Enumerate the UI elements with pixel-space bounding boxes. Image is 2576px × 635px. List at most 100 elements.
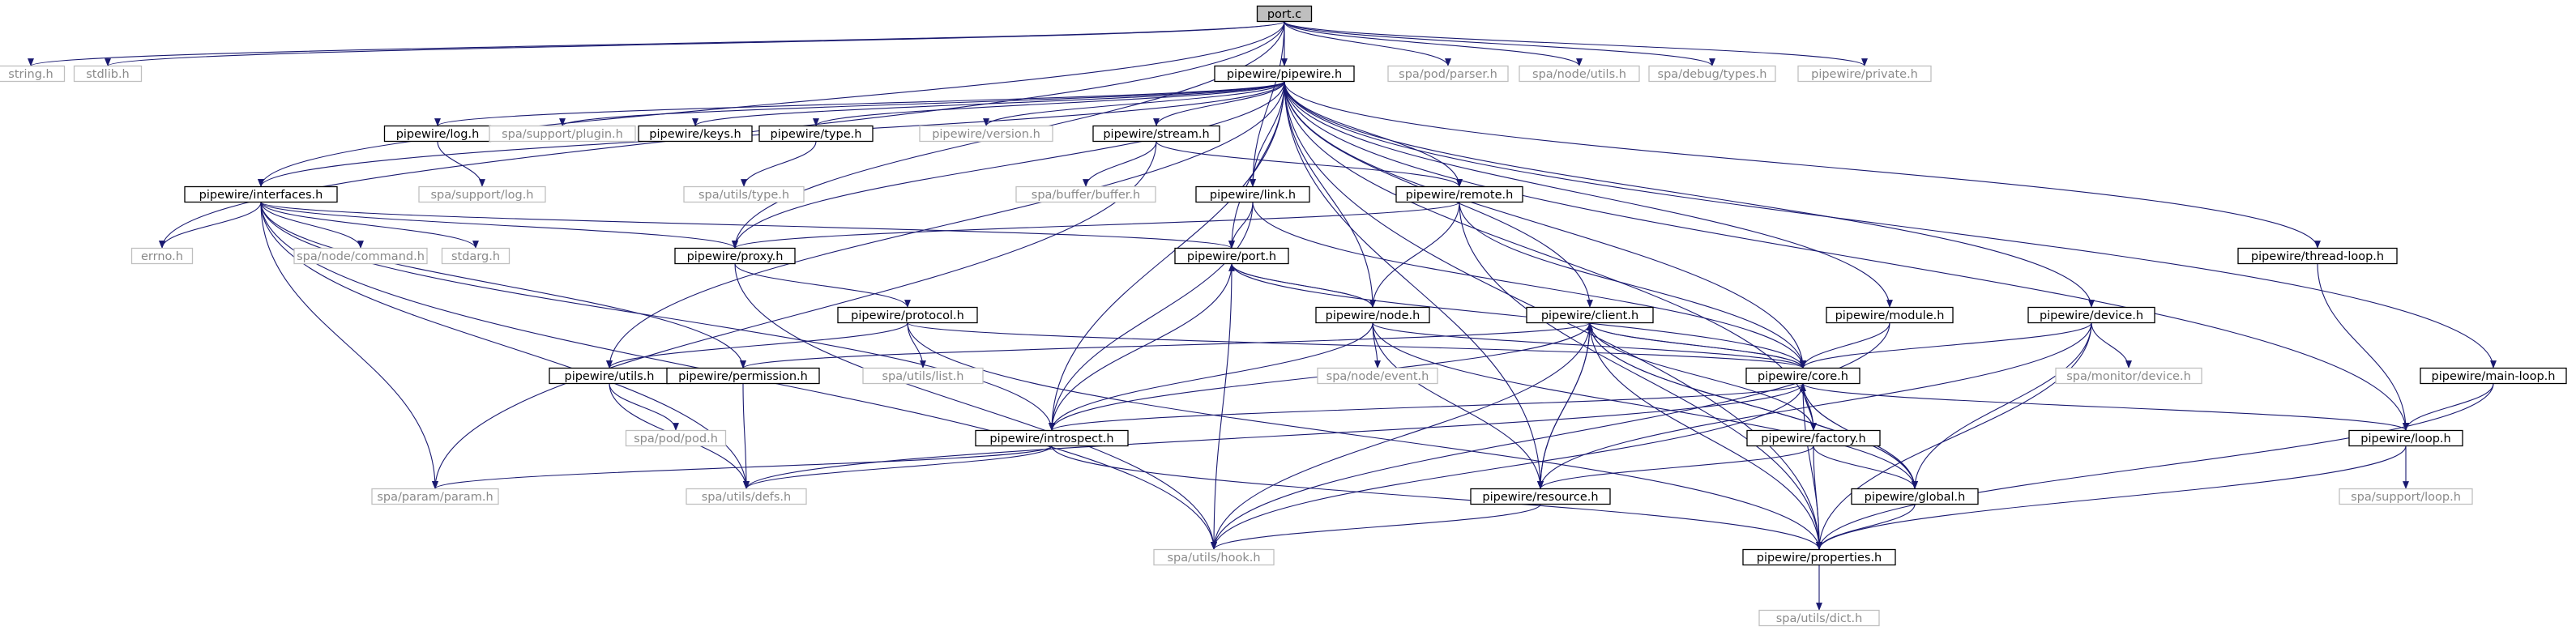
edge-pw-protocol-h-to-pw-properties-h bbox=[907, 322, 1822, 550]
node-box bbox=[1395, 185, 1523, 203]
node-label: pipewire/main-loop.h bbox=[2432, 370, 2556, 383]
edge-pw-device-h-to-pw-global-h bbox=[1912, 322, 2092, 489]
node-pw-client-h[interactable]: pipewire/client.h bbox=[1526, 306, 1654, 324]
node-box bbox=[1519, 65, 1640, 83]
edge-pw-stream-h-to-pw-remote-h bbox=[1156, 141, 1463, 187]
edge-port-c-to-pw-private-h bbox=[1284, 21, 1868, 66]
node-label: pipewire/version.h bbox=[932, 128, 1040, 141]
edge-pw-remote-h-to-pw-properties-h bbox=[1459, 202, 1822, 550]
node-spa-pod-pod-h: spa/pod/pod.h bbox=[625, 429, 727, 447]
node-spa-utils-hook-h: spa/utils/hook.h bbox=[1153, 548, 1275, 566]
node-box bbox=[1387, 65, 1509, 83]
node-pw-module-h[interactable]: pipewire/module.h bbox=[1826, 306, 1954, 324]
node-pw-type-h[interactable]: pipewire/type.h bbox=[758, 125, 874, 143]
node-box bbox=[1256, 5, 1313, 23]
edge-port-c-to-stdlib-h bbox=[105, 21, 1285, 66]
node-spa-support-log-h: spa/support/log.h bbox=[418, 185, 546, 203]
edge-pw-core-h-to-spa-utils-defs-h bbox=[743, 383, 1804, 489]
edge-pw-interfaces-h-to-pw-port-h bbox=[260, 202, 1235, 249]
edge-pw-factory-h-to-pw-client-h bbox=[1587, 322, 1814, 431]
node-box bbox=[666, 367, 820, 385]
node-spa-node-utils-h: spa/node/utils.h bbox=[1519, 65, 1640, 83]
edge-pw-device-h-to-pw-properties-h bbox=[1816, 322, 2092, 550]
node-pw-main-loop-h[interactable]: pipewire/main-loop.h bbox=[2420, 367, 2567, 385]
node-pw-keys-h[interactable]: pipewire/keys.h bbox=[638, 125, 753, 143]
edge-pw-pipewire-h-to-pw-core-h bbox=[1284, 81, 1806, 369]
node-box bbox=[1195, 185, 1310, 203]
node-pw-factory-h[interactable]: pipewire/factory.h bbox=[1746, 429, 1881, 447]
node-box bbox=[1526, 306, 1654, 324]
node-pw-log-h[interactable]: pipewire/log.h bbox=[383, 125, 492, 143]
node-spa-utils-type-h: spa/utils/type.h bbox=[683, 185, 805, 203]
node-pw-thread-loop-h[interactable]: pipewire/thread-loop.h bbox=[2237, 247, 2398, 265]
edge-pw-pipewire-h-to-pw-version-h bbox=[983, 81, 1285, 126]
node-label: pipewire/loop.h bbox=[2360, 433, 2450, 445]
edge-pw-pipewire-h-to-pw-type-h bbox=[813, 81, 1285, 126]
node-box bbox=[1851, 488, 1979, 505]
node-box bbox=[1153, 548, 1275, 566]
node-pw-port-h[interactable]: pipewire/port.h bbox=[1174, 247, 1289, 265]
node-label: pipewire/stream.h bbox=[1103, 128, 1209, 141]
node-pw-introspect-h[interactable]: pipewire/introspect.h bbox=[975, 429, 1129, 447]
node-pw-link-h[interactable]: pipewire/link.h bbox=[1195, 185, 1310, 203]
node-string-h: string.h bbox=[0, 65, 66, 83]
edge-pw-resource-h-to-pw-client-h bbox=[1540, 322, 1593, 489]
edge-pw-port-h-to-pw-core-h bbox=[1231, 263, 1806, 369]
edge-pw-factory-h-to-pw-resource-h bbox=[1537, 445, 1814, 489]
node-pw-core-h[interactable]: pipewire/core.h bbox=[1745, 367, 1860, 385]
node-box bbox=[975, 429, 1129, 447]
node-pw-proxy-h[interactable]: pipewire/proxy.h bbox=[674, 247, 796, 265]
node-label: spa/utils/type.h bbox=[698, 189, 789, 202]
node-label: stdarg.h bbox=[451, 250, 500, 263]
node-pw-protocol-h[interactable]: pipewire/protocol.h bbox=[837, 306, 978, 324]
node-pw-device-h[interactable]: pipewire/device.h bbox=[2027, 306, 2155, 324]
node-label: errno.h bbox=[141, 250, 183, 263]
edge-pw-interfaces-h-to-pw-permission-h bbox=[260, 202, 746, 369]
node-pw-permission-h[interactable]: pipewire/permission.h bbox=[666, 367, 820, 385]
node-stdlib-h: stdlib.h bbox=[73, 65, 143, 83]
node-label: pipewire/introspect.h bbox=[989, 433, 1113, 445]
node-box bbox=[1797, 65, 1932, 83]
node-spa-node-event-h: spa/node/event.h bbox=[1317, 367, 1438, 385]
edge-pw-pipewire-h-to-pw-proxy-h bbox=[732, 81, 1285, 249]
node-box bbox=[686, 488, 807, 505]
edge-pw-protocol-h-to-pw-utils-h bbox=[606, 322, 908, 369]
edge-pw-main-loop-h-to-pw-loop-h bbox=[2403, 383, 2494, 431]
edge-pw-pipewire-h-to-pw-utils-h bbox=[606, 81, 1285, 369]
node-box bbox=[919, 125, 1053, 143]
edge-pw-core-h-to-pw-loop-h bbox=[1802, 383, 2409, 431]
edge-pw-remote-h-to-pw-node-h bbox=[1369, 202, 1460, 308]
edge-pw-node-h-to-pw-global-h bbox=[1372, 322, 1918, 489]
node-label: spa/utils/hook.h bbox=[1167, 552, 1260, 565]
edge-pw-factory-h-to-pw-global-h bbox=[1813, 445, 1918, 489]
node-pw-global-h[interactable]: pipewire/global.h bbox=[1851, 488, 1979, 505]
node-pw-node-h[interactable]: pipewire/node.h bbox=[1315, 306, 1430, 324]
node-pw-resource-h[interactable]: pipewire/resource.h bbox=[1470, 488, 1611, 505]
node-port-c: port.c bbox=[1256, 5, 1313, 23]
node-box bbox=[638, 125, 753, 143]
node-box bbox=[1648, 65, 1776, 83]
node-label: spa/utils/dict.h bbox=[1776, 612, 1863, 625]
node-pw-pipewire-h[interactable]: pipewire/pipewire.h bbox=[1214, 65, 1355, 83]
node-label: pipewire/port.h bbox=[1187, 250, 1276, 263]
node-box bbox=[1758, 609, 1880, 627]
node-pw-properties-h[interactable]: pipewire/properties.h bbox=[1742, 548, 1896, 566]
edge-pw-interfaces-h-to-pw-introspect-h bbox=[260, 202, 1055, 431]
edge-pw-device-h-to-pw-resource-h bbox=[1537, 322, 2092, 489]
edge-pw-device-h-to-spa-monitor-device-h bbox=[2091, 322, 2132, 369]
edge-pw-proxy-h-to-spa-utils-hook-h bbox=[734, 263, 1217, 550]
node-box bbox=[625, 429, 727, 447]
edge-pw-pipewire-h-to-pw-device-h bbox=[1284, 81, 2095, 308]
node-errno-h: errno.h bbox=[130, 247, 194, 265]
node-label: pipewire/protocol.h bbox=[851, 309, 964, 322]
node-box bbox=[1742, 548, 1896, 566]
node-pw-interfaces-h[interactable]: pipewire/interfaces.h bbox=[184, 185, 338, 203]
node-pw-loop-h[interactable]: pipewire/loop.h bbox=[2348, 429, 2463, 447]
node-pw-remote-h[interactable]: pipewire/remote.h bbox=[1395, 185, 1523, 203]
edge-port-c-to-pw-interfaces-h bbox=[258, 21, 1285, 187]
node-pw-stream-h[interactable]: pipewire/stream.h bbox=[1092, 125, 1220, 143]
node-box bbox=[1745, 367, 1860, 385]
node-pw-utils-h[interactable]: pipewire/utils.h bbox=[549, 367, 670, 385]
node-label: pipewire/permission.h bbox=[678, 370, 808, 383]
edge-pw-port-h-to-pw-introspect-h bbox=[1049, 263, 1232, 431]
